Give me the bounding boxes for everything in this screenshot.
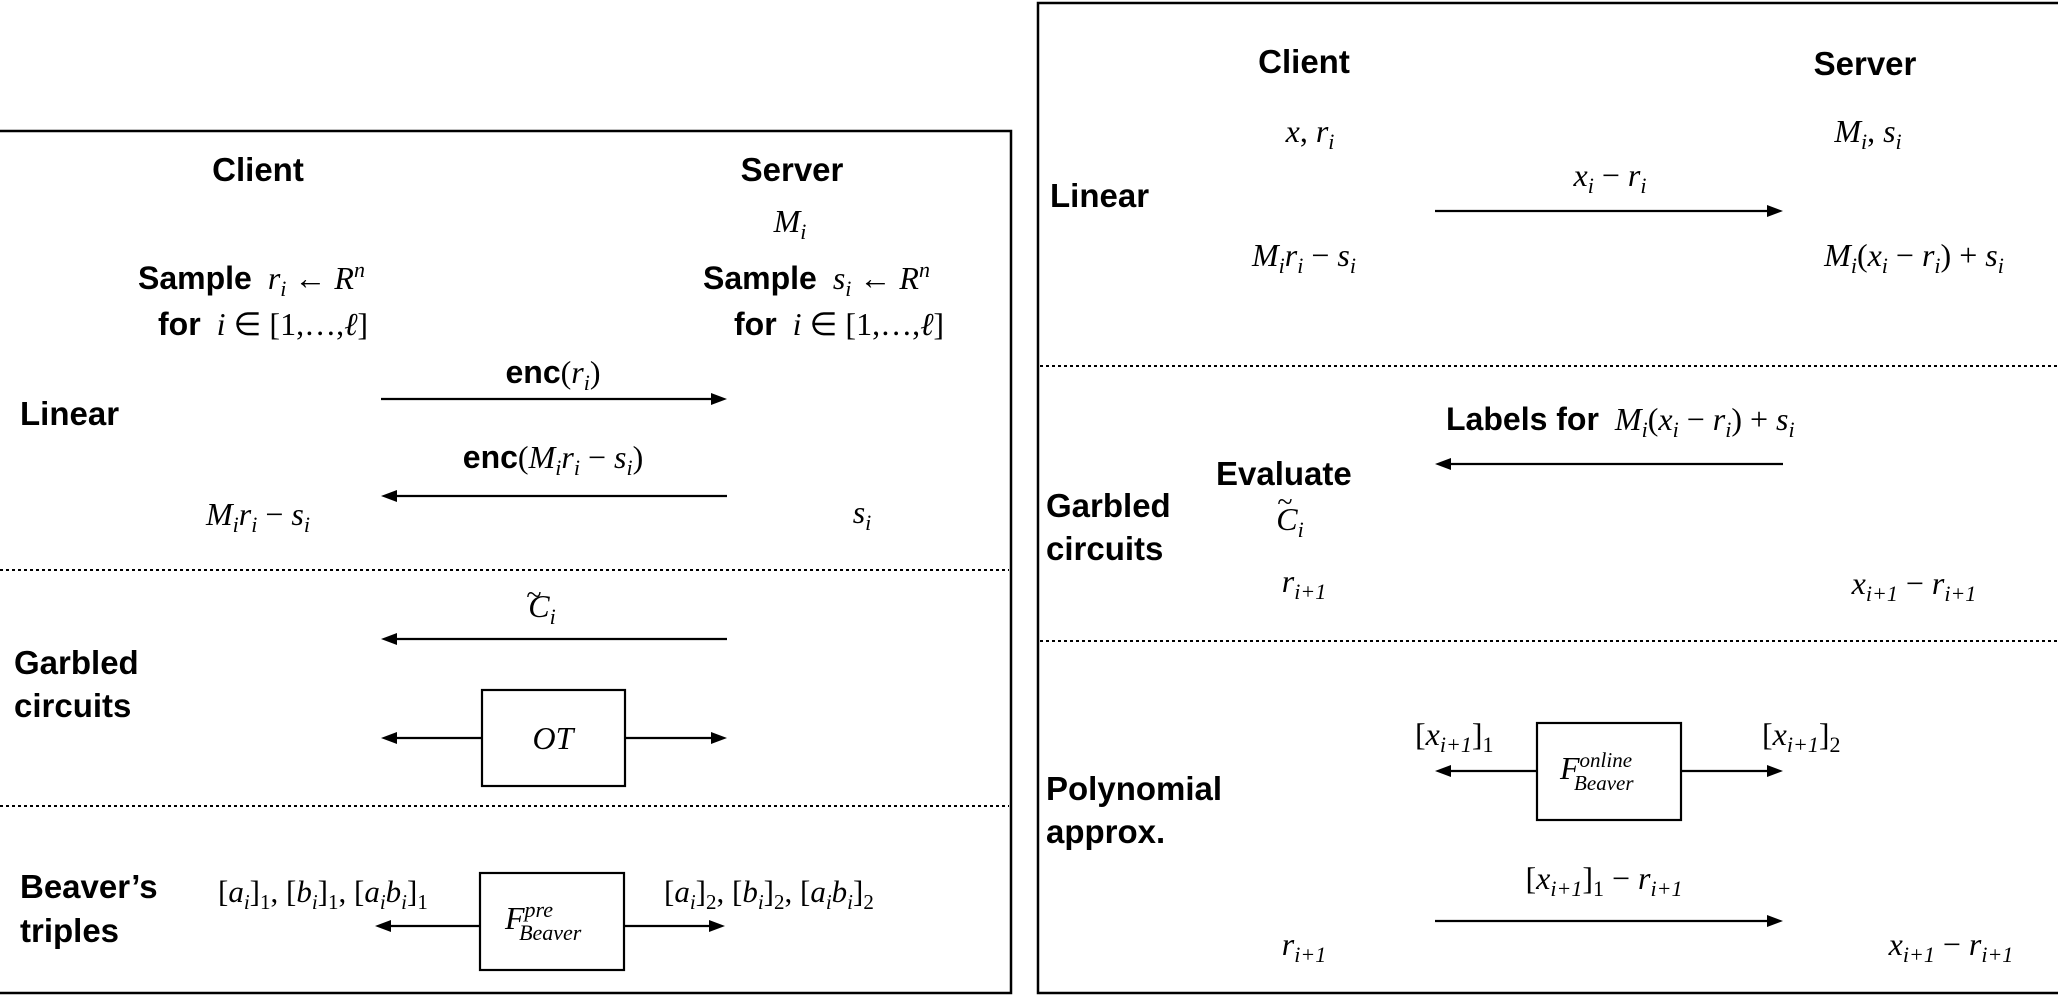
left-client-title: Client xyxy=(212,151,304,188)
left-server-linear-out: si xyxy=(853,494,872,535)
left-client-linear-out: Miri − si xyxy=(205,496,310,537)
right-server-poly-out: xi+1 − ri+1 xyxy=(1888,926,2014,967)
right-section-linear: Linear xyxy=(1050,177,1149,214)
left-msg2-label: enc(Miri − si) xyxy=(463,439,643,480)
left-beaver-server-shares: [ai]2, [bi]2, [aibi]2 xyxy=(664,874,874,914)
right-client-garbled-out: ri+1 xyxy=(1282,563,1326,604)
left-garbled-arrow xyxy=(381,633,727,645)
left-garbled-msg: Ci xyxy=(528,588,555,629)
right-poly-server-share: [xi+1]2 xyxy=(1762,716,1840,757)
right-client-linear-out: Miri − si xyxy=(1251,237,1356,278)
left-panel-frame xyxy=(0,129,1013,995)
left-msg1-arrow xyxy=(381,393,727,405)
right-client-poly-out: ri+1 xyxy=(1282,926,1326,967)
ot-label: OT xyxy=(533,720,576,756)
right-section-poly-1: Polynomial xyxy=(1046,770,1222,807)
right-panel: Client Server x, ri Mi, si Linear xi − r… xyxy=(1036,1,2058,995)
right-server-linear-out: Mi(xi − ri) + si xyxy=(1823,237,2004,278)
left-msg1-label: enc(ri) xyxy=(505,354,600,395)
left-section-beaver-1: Beaver’s xyxy=(20,868,158,905)
right-section-garbled-1: Garbled xyxy=(1046,487,1171,524)
left-beaver-client-shares: [ai]1, [bi]1, [aibi]1 xyxy=(218,874,428,914)
right-section-garbled-2: circuits xyxy=(1046,530,1163,567)
left-section-beaver-2: triples xyxy=(20,912,119,949)
left-section-garbled-1: Garbled xyxy=(14,644,139,681)
right-client-input: x, ri xyxy=(1285,113,1335,154)
right-linear-msg: xi − ri xyxy=(1573,157,1647,198)
ot-box: OT xyxy=(381,688,727,788)
left-section-linear: Linear xyxy=(20,395,119,432)
left-server-title: Server xyxy=(741,151,844,188)
right-labels-msg: Labels for Mi(xi − ri) + si xyxy=(1446,401,1795,442)
right-server-input: Mi, si xyxy=(1833,113,1901,154)
left-section-garbled-2: circuits xyxy=(14,687,131,724)
left-msg2-arrow xyxy=(381,490,727,502)
right-poly-arrow xyxy=(1435,915,1783,927)
right-poly-msg: [xi+1]1 − ri+1 xyxy=(1526,860,1683,901)
left-client-sample: Sample ri ← Rn xyxy=(138,257,365,301)
right-server-garbled-out: xi+1 − ri+1 xyxy=(1851,565,1977,606)
right-server-title: Server xyxy=(1814,45,1917,82)
right-labels-arrow xyxy=(1435,458,1783,470)
right-evaluate-tilde: ~ xyxy=(1277,487,1292,518)
left-garbled-tilde: ~ xyxy=(526,580,541,611)
left-server-input: Mi xyxy=(773,203,807,244)
right-linear-arrow xyxy=(1435,205,1783,217)
right-poly-client-share: [xi+1]1 xyxy=(1415,716,1493,757)
right-evaluate-label: Evaluate xyxy=(1216,455,1352,492)
left-server-sample: Sample si ← Rn xyxy=(703,257,930,301)
right-evaluate-expr: Ci xyxy=(1276,501,1303,542)
left-server-for: for i ∈ [1,…,ℓ] xyxy=(734,306,944,342)
right-section-poly-2: approx. xyxy=(1046,813,1165,850)
left-panel: Client Server Mi Sample ri ← Rn for i ∈ … xyxy=(0,129,1013,995)
right-panel-frame xyxy=(1036,1,2058,995)
right-client-title: Client xyxy=(1258,43,1350,80)
left-client-for: for i ∈ [1,…,ℓ] xyxy=(158,306,368,342)
